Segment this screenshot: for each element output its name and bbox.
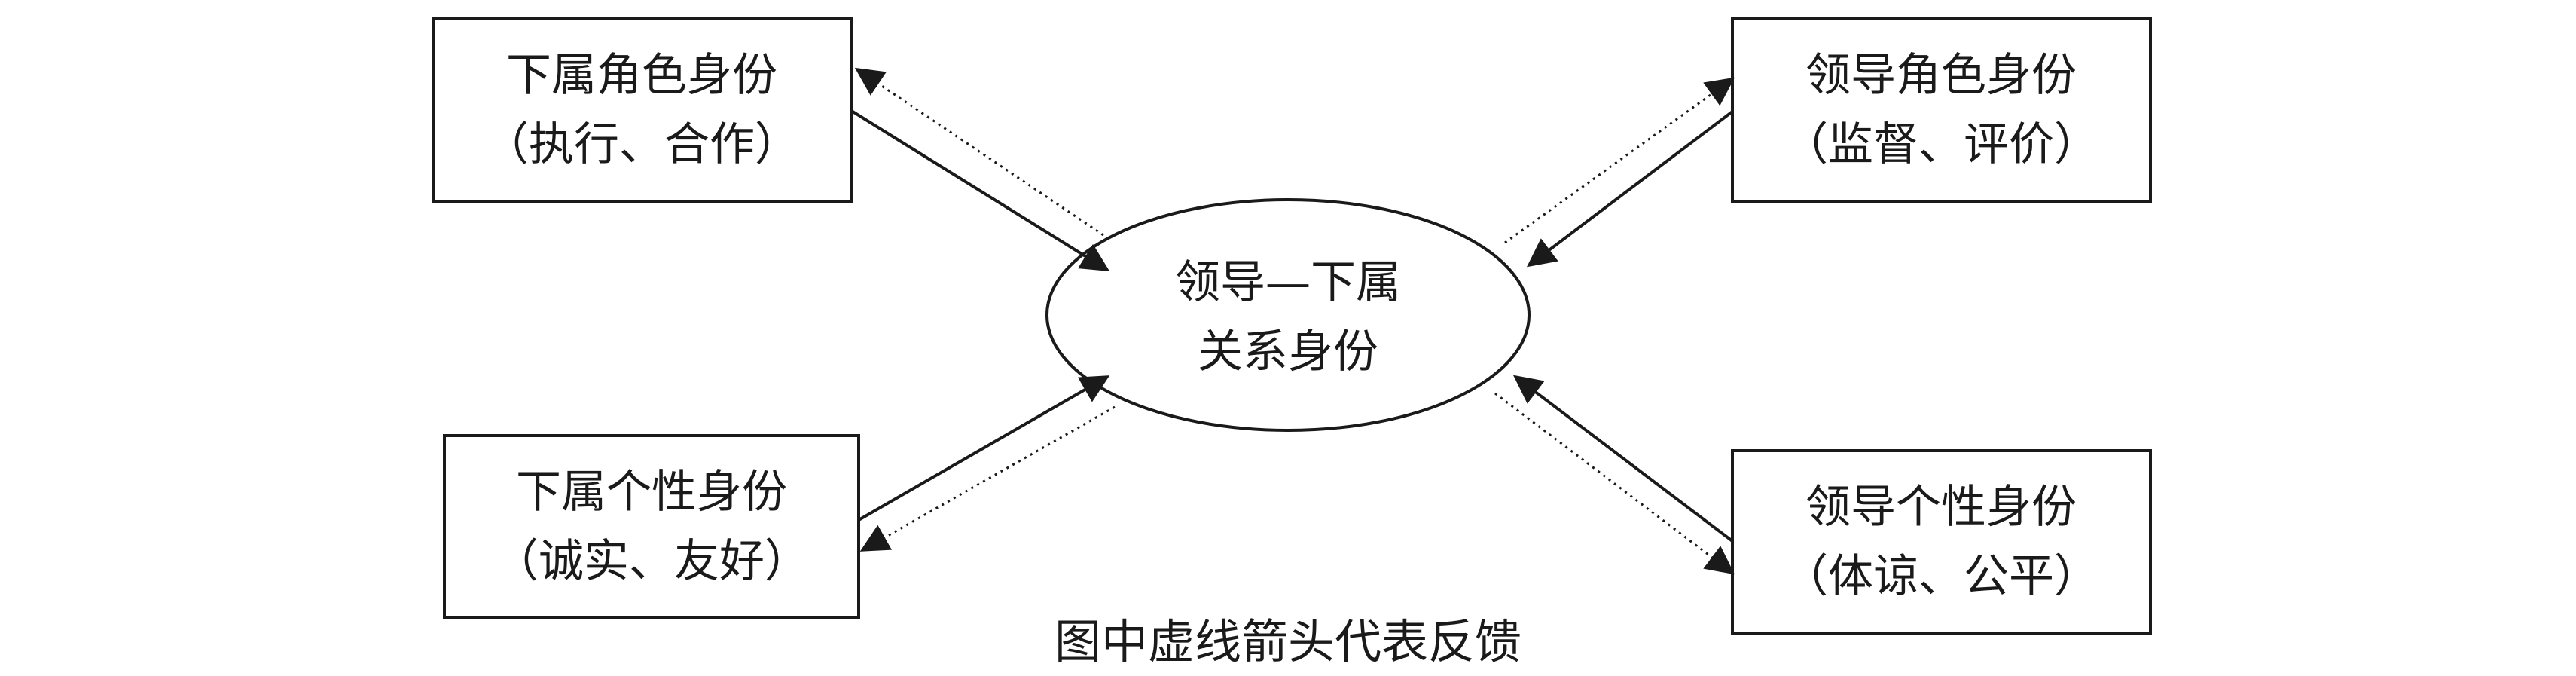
subordinate-personal-traits: （诚实、友好） (493, 535, 810, 588)
leader-role-traits: （监督、评价） (1783, 118, 2099, 171)
subordinate-role-box (432, 17, 853, 203)
subordinate-personal-box (443, 434, 860, 619)
relationship-title: 领导—下属 (1175, 256, 1401, 309)
subordinate-personal-title: 下属个性身份 (516, 466, 787, 518)
leader-personal-traits: （体谅、公平） (1783, 550, 2099, 603)
leader-personal-title: 领导个性身份 (1805, 481, 2077, 534)
arrow-leader-personal-to-center (1512, 375, 1734, 543)
leader-personal-box (1731, 449, 2152, 635)
relationship-subtitle: 关系身份 (1198, 326, 1378, 378)
subordinate-role-title: 下属角色身份 (506, 49, 777, 102)
arrow-subordinate-role-to-center (851, 110, 1110, 272)
feedback-center-to-subordinate-personal (859, 405, 1116, 552)
arrow-subordinate-personal-to-center (858, 375, 1110, 522)
feedback-center-to-leader-role (1504, 77, 1735, 244)
relationship-ellipse (1045, 198, 1531, 432)
feedback-center-to-leader-personal (1494, 392, 1735, 575)
diagram-caption: 图中虚线箭头代表反馈 (1055, 614, 1521, 669)
feedback-center-to-subordinate-role (854, 67, 1104, 237)
subordinate-role-traits: （执行、合作） (484, 118, 800, 171)
leader-role-title: 领导角色身份 (1805, 49, 2077, 102)
leader-role-box (1731, 17, 2152, 203)
arrow-leader-role-to-center (1526, 110, 1734, 268)
